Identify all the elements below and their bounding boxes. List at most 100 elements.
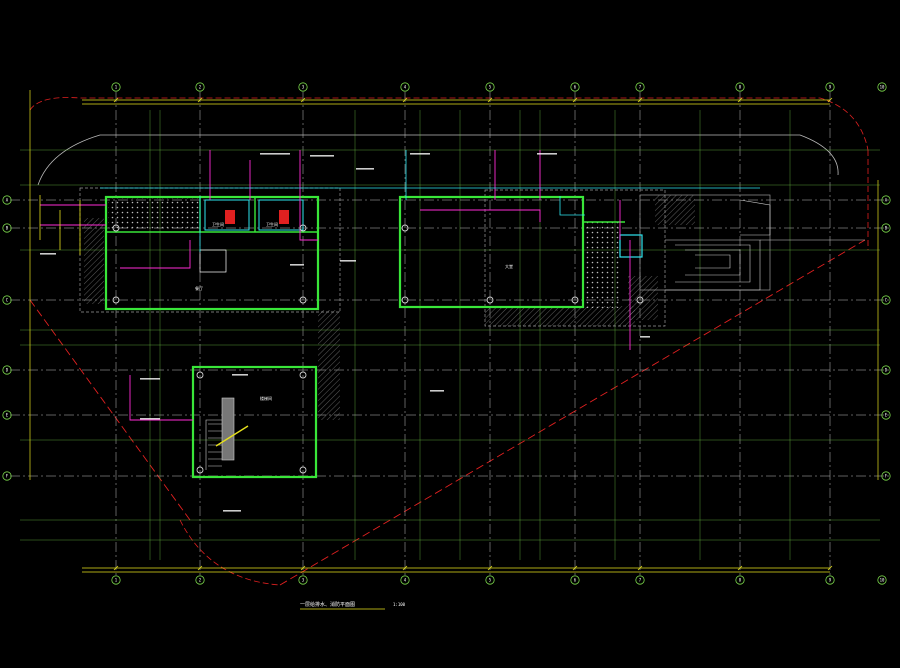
dim-tick-bottom-4	[402, 565, 408, 571]
dim-tick-top-3	[300, 97, 306, 103]
room-label-toilet-2: 卫生间	[266, 221, 278, 227]
drawing-scale: 1:100	[393, 602, 406, 607]
room-label-right-hall: 大堂	[505, 263, 513, 269]
annotation-tag-12	[430, 390, 444, 392]
annotation-tag-6	[232, 374, 248, 376]
dim-tick-bottom-2	[197, 565, 203, 571]
grid-bubble-right-label-2: B	[885, 226, 888, 231]
right-steps	[665, 199, 865, 291]
grid-bubble-left-1	[2, 195, 12, 205]
grid-bubble-top-3	[298, 82, 308, 92]
room-label-left-hall: 餐厅	[195, 285, 203, 291]
grid-bubble-top-7	[635, 82, 645, 92]
wall-stair-block	[191, 365, 318, 479]
dimension-lines	[29, 90, 879, 573]
grid-bubble-bottom-9	[825, 575, 835, 585]
grid-bubble-left-label-5: E	[6, 413, 9, 418]
toilet-rooms	[199, 199, 643, 273]
grid-bubble-top-6	[570, 82, 580, 92]
grid-bubble-bottom-1	[111, 575, 121, 585]
hatch-area-dots-left	[108, 196, 200, 232]
grid-bubble-bottom-label-6: 6	[574, 578, 577, 583]
hatch-area-column	[318, 310, 340, 420]
dim-tick-bottom-5	[487, 565, 493, 571]
dim-tick-top-6	[572, 97, 578, 103]
grid-bubble-bottom-6	[570, 575, 580, 585]
grid-bubble-right-label-1: A	[885, 198, 888, 203]
dim-tick-top-1	[113, 97, 119, 103]
column-9	[196, 371, 204, 379]
annotation-tag-5	[537, 153, 557, 155]
grid-bubble-left-2	[2, 223, 12, 233]
annotation-tag-4	[410, 153, 430, 155]
room-label-toilet-1: 卫生间	[212, 221, 224, 227]
annotation-tag-7	[140, 378, 160, 380]
column-5	[401, 224, 409, 232]
stair	[205, 397, 249, 470]
grid-bubble-bottom-4	[400, 575, 410, 585]
grid-bubble-top-label-6: 6	[574, 85, 577, 90]
grid-bubble-bottom-label-8: 8	[739, 578, 742, 583]
grid-bubble-left-label-1: A	[6, 198, 9, 203]
annotation-tag-2	[310, 155, 334, 157]
pipes-magenta	[40, 150, 631, 421]
column-3	[299, 224, 307, 232]
dim-tick-bottom-1	[113, 565, 119, 571]
grid-bubble-left-label-4: D	[6, 368, 9, 373]
column-7	[486, 296, 494, 304]
grid-bubble-bottom-3	[298, 575, 308, 585]
grid-bubble-top-5	[485, 82, 495, 92]
grid-bubble-right-label-6: F	[885, 474, 888, 479]
annotation-tag-13	[40, 253, 56, 255]
grid-bubble-top-label-1: 1	[115, 85, 118, 90]
hatch-area-far-right	[628, 276, 658, 320]
dim-tick-bottom-3	[300, 565, 306, 571]
grid-bubble-top-label-9: 9	[829, 85, 832, 90]
dim-tick-bottom-8	[737, 565, 743, 571]
column-6	[401, 296, 409, 304]
hatch-area-top-right	[655, 195, 695, 225]
grid-bubble-bottom-8	[735, 575, 745, 585]
grid-bubble-right-label-3: C	[885, 298, 888, 303]
column-4	[299, 296, 307, 304]
grid-bubbles-left: A B C D E F	[2, 195, 12, 481]
grid-bubble-left-label-6: F	[6, 474, 9, 479]
grid-bubble-top-1	[111, 82, 121, 92]
grid-bubble-top-9	[825, 82, 835, 92]
grid-bubble-bottom-label-10: 10	[880, 578, 885, 583]
room-label-stair: 楼梯间	[260, 395, 272, 401]
grid-bubble-left-5	[2, 410, 12, 420]
site-diagonal-lines	[29, 239, 866, 586]
grid-bubble-left-3	[2, 295, 12, 305]
column-1	[112, 224, 120, 232]
hatch-area-left	[84, 218, 104, 304]
grid-bubble-top-label-2: 2	[199, 85, 202, 90]
annotation-tag-9	[223, 510, 241, 512]
grid-bubble-bottom-label-1: 1	[115, 578, 118, 583]
column-13	[636, 296, 644, 304]
title-block: 一层给排水、消防平面图 1:100	[300, 601, 406, 610]
grid-bubble-top-label-10: 10	[880, 85, 885, 90]
dimension-ticks	[113, 97, 833, 571]
column-12	[299, 466, 307, 474]
grid-bubble-right-label-5: E	[885, 413, 888, 418]
grid-bubble-top-4	[400, 82, 410, 92]
site-boundary	[29, 97, 869, 586]
wall-left-hall	[104, 195, 320, 311]
grid-bubble-right-label-4: D	[885, 368, 888, 373]
grid-bubble-top-2	[195, 82, 205, 92]
drawing-title: 一层给排水、消防平面图	[300, 601, 355, 608]
dim-tick-bottom-7	[637, 565, 643, 571]
annotation-tag-11	[290, 264, 304, 266]
grid-bubble-left-label-3: C	[6, 298, 9, 303]
grid-bubble-left-6	[2, 471, 12, 481]
grid-bubble-bottom-label-3: 3	[302, 578, 305, 583]
dim-tick-top-8	[737, 97, 743, 103]
pipes-cyan	[100, 150, 760, 252]
grid-bubble-left-label-2: B	[6, 226, 9, 231]
grid-bubble-top-10	[877, 82, 887, 92]
annotation-tag-1	[260, 153, 290, 155]
